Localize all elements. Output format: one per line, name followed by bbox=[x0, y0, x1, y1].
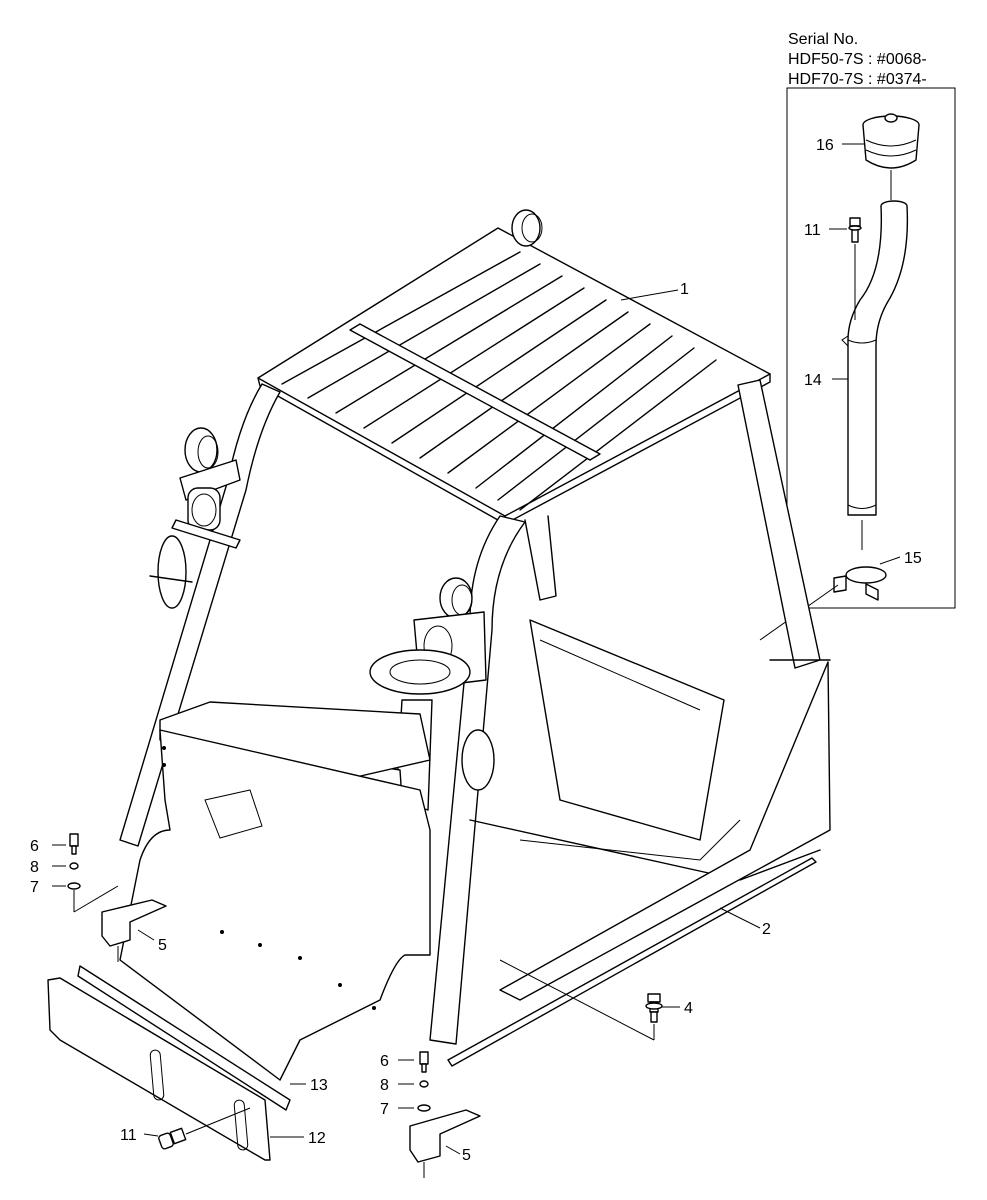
left-mount-stack bbox=[52, 833, 167, 962]
exhaust-clamp bbox=[833, 566, 887, 601]
right-work-lamp bbox=[413, 577, 495, 791]
callout-11-inset: 11 bbox=[804, 222, 821, 239]
left-work-lamp bbox=[149, 427, 241, 609]
callout-5-left: 5 bbox=[158, 937, 167, 954]
inset-frame bbox=[786, 87, 956, 609]
floor-plate bbox=[119, 729, 431, 1081]
callout-12: 12 bbox=[308, 1130, 326, 1147]
rear-plate bbox=[77, 965, 291, 1111]
bottom-mount-stack bbox=[398, 1051, 481, 1178]
precleaner-cap bbox=[862, 113, 920, 200]
callout-13: 13 bbox=[310, 1077, 328, 1094]
cover-plate bbox=[47, 977, 271, 1161]
callout-8-bottom: 8 bbox=[380, 1077, 389, 1094]
exhaust-pipe bbox=[841, 200, 909, 550]
callout-6-bottom: 6 bbox=[380, 1053, 389, 1070]
mount-bolt-right bbox=[499, 959, 680, 1041]
inset-bolt bbox=[829, 217, 862, 320]
serial-number-title: Serial No. bbox=[788, 31, 859, 48]
callout-7-left: 7 bbox=[30, 879, 39, 896]
callout-11-bottom: 11 bbox=[120, 1127, 137, 1144]
body-frame bbox=[159, 619, 831, 1001]
callout-15: 15 bbox=[904, 550, 922, 567]
callout-8-left: 8 bbox=[30, 859, 39, 876]
callout-5-bottom: 5 bbox=[462, 1147, 471, 1164]
callout-1: 1 bbox=[680, 281, 689, 298]
bottom-bolt bbox=[143, 1107, 251, 1150]
callout-6-left: 6 bbox=[30, 838, 39, 855]
callout-4: 4 bbox=[684, 1000, 693, 1017]
callout-2: 2 bbox=[762, 921, 771, 938]
callout-16: 16 bbox=[816, 137, 834, 154]
serial-number-hdf50: HDF50-7S : #0068- bbox=[788, 51, 927, 68]
callout-7-bottom: 7 bbox=[380, 1101, 389, 1118]
callout-14: 14 bbox=[804, 372, 822, 389]
serial-number-hdf70: HDF70-7S : #0374- bbox=[788, 71, 927, 88]
